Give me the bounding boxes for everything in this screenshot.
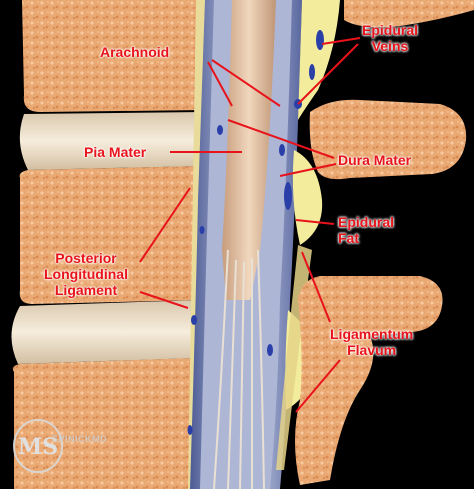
label-posterior-longitudinal-ligament: Posterior Longitudinal Ligament [44, 250, 128, 298]
leader-dura-mater-2 [279, 163, 337, 177]
intervertebral-discs [11, 112, 205, 364]
epidural-vein [284, 182, 292, 210]
lamina-1 [309, 99, 467, 180]
label-ligamentum-flavum: Ligamentum Flavum [330, 326, 413, 358]
lamina-2 [295, 276, 443, 485]
lamina-top [344, 0, 474, 28]
vertebral-bodies [12, 0, 205, 489]
epidural-vein [191, 315, 197, 325]
posterior-elements [295, 0, 474, 485]
leader-posterior-longitudinal-ligament-1 [139, 187, 191, 263]
label-epidural-fat: Epidural Fat [338, 214, 394, 246]
label-epidural-veins-line1: Epidural [362, 22, 419, 38]
label-pll-line2: Longitudinal [44, 266, 128, 282]
leader-arachnoid-1 [207, 61, 233, 107]
epidural-veins [187, 30, 324, 435]
vertebral-body-1 [22, 0, 205, 112]
leader-posterior-longitudinal-ligament-2 [139, 291, 189, 309]
leader-epidural-fat [295, 219, 335, 225]
leader-epidural-veins-1 [321, 37, 361, 45]
leader-arachnoid-2 [211, 59, 281, 107]
nerve-root [257, 249, 265, 489]
vertebral-body-3 [12, 358, 196, 489]
watermark-text: SPINICKMD [52, 434, 108, 444]
nerve-roots [213, 249, 265, 489]
label-epidural-fat-line1: Epidural [338, 214, 395, 230]
leader-lines [139, 37, 361, 413]
leader-dura-mater-1 [227, 119, 335, 159]
watermark-logo: MS [13, 419, 63, 473]
vertebral-body-2 [19, 166, 200, 304]
label-epidural-veins-line2: Veins [371, 38, 409, 54]
epidural-vein [309, 64, 315, 80]
epidural-vein [279, 144, 285, 156]
watermark-monogram: MS [18, 434, 58, 460]
epidural-fat-upper [298, 0, 340, 120]
leader-ligamentum-flavum-1 [301, 251, 331, 323]
nerve-root [239, 261, 245, 489]
label-pll-line1: Posterior [55, 250, 117, 266]
label-epidural-fat-line2: Fat [338, 230, 359, 246]
label-arachnoid: Arachnoid [100, 44, 170, 60]
intervertebral-disc-1 [19, 112, 205, 170]
label-pia-mater: Pia Mater [84, 144, 147, 160]
label-ligamentum-flavum-line2: Flavum [347, 342, 397, 358]
epidural-vein [199, 226, 205, 234]
epidural-vein [267, 344, 273, 356]
label-pll-line3: Ligament [54, 282, 118, 298]
leader-epidural-veins-2 [297, 43, 359, 105]
nerve-root [227, 259, 237, 489]
intervertebral-disc-2 [11, 300, 200, 364]
label-ligamentum-flavum-line1: Ligamentum [330, 326, 414, 342]
label-dura-mater: Dura Mater [338, 152, 412, 168]
leader-ligamentum-flavum-2 [295, 359, 341, 413]
label-epidural-veins: Epidural Veins [362, 22, 418, 54]
epidural-vein [187, 425, 193, 435]
watermark-ring [13, 419, 63, 473]
epidural-vein [217, 125, 223, 135]
nerve-root [213, 249, 229, 489]
epidural-vein [316, 30, 324, 50]
